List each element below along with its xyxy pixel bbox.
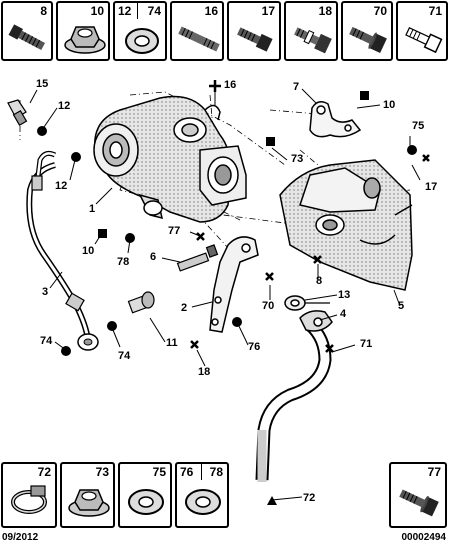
callout-74: 74 — [40, 335, 53, 347]
gasket — [284, 295, 306, 311]
legend-markers — [37, 80, 430, 505]
part-number: 70 — [373, 4, 387, 18]
callout-70: 70 — [262, 300, 275, 312]
hose-clamp-icon — [11, 485, 47, 514]
flange-nut-icon — [68, 489, 110, 517]
callout-13: 13 — [338, 289, 351, 301]
part-cell-76-78: 76 78 — [175, 462, 229, 528]
part-number: 75 — [152, 465, 166, 479]
part-cell-8: 8 — [1, 1, 53, 61]
flange-nut-icon — [64, 26, 106, 54]
callout-7: 7 — [293, 81, 300, 93]
part-number: 73 — [95, 465, 109, 479]
washer-icon — [185, 489, 221, 515]
drain-union — [127, 291, 155, 314]
union-bolt — [7, 99, 28, 127]
part-cell-71: 71 — [396, 1, 448, 61]
callout-18: 18 — [198, 366, 211, 378]
return-flange — [299, 310, 333, 332]
callout-17: 17 — [425, 181, 438, 193]
callout-6: 6 — [150, 251, 157, 263]
footer-date: 09/2012 — [2, 532, 39, 543]
callout-74: 74 — [118, 350, 131, 362]
stud — [176, 244, 219, 272]
washer-icon — [128, 489, 164, 515]
callout-77: 77 — [168, 225, 181, 237]
part-number: 77 — [427, 465, 441, 479]
callout-4: 4 — [340, 308, 347, 320]
part-cell-17: 17 — [227, 1, 281, 61]
stud-icon — [178, 26, 220, 52]
part-cell-70: 70 — [341, 1, 393, 61]
washer-icon — [125, 28, 159, 54]
part-cell-77: 77 — [389, 462, 447, 528]
part-number: 74 — [147, 4, 161, 18]
footer-reference: 00002494 — [401, 532, 447, 543]
support-bracket — [209, 236, 259, 333]
part-number: 76 — [180, 465, 194, 479]
part-cell-18: 18 — [284, 1, 338, 61]
part-number: 8 — [40, 4, 47, 18]
bolt-icon — [8, 24, 46, 51]
part-cell-16: 16 — [170, 1, 224, 61]
callout-12: 12 — [58, 100, 71, 112]
turbocharger — [93, 95, 247, 223]
oil-return-pipe — [255, 302, 332, 482]
callout-1: 1 — [89, 203, 96, 215]
part-number: 18 — [318, 4, 332, 18]
callout-73: 73 — [291, 153, 304, 165]
callout-11: 11 — [166, 337, 178, 349]
callout-10: 10 — [383, 99, 396, 111]
callout-8: 8 — [316, 275, 323, 287]
callout-12: 12 — [55, 180, 68, 192]
part-cell-12-74: 12 74 — [113, 1, 167, 61]
callout-2: 2 — [181, 302, 188, 314]
bolt-icon — [399, 489, 439, 517]
callout-71: 71 — [360, 338, 373, 350]
part-cell-72: 72 — [1, 462, 57, 528]
part-number: 12 — [118, 4, 132, 18]
bolt-icon — [349, 26, 387, 54]
part-number: 10 — [90, 4, 104, 18]
callout-72: 72 — [303, 492, 316, 504]
oil-feed-pipe — [26, 150, 91, 341]
part-cell-10: 10 — [56, 1, 110, 61]
part-number: 78 — [209, 465, 223, 479]
part-number: 72 — [37, 465, 51, 479]
part-number: 16 — [204, 4, 218, 18]
part-cell-73: 73 — [60, 462, 115, 528]
part-cell-75: 75 — [118, 462, 172, 528]
banjo-bolt-icon — [294, 27, 332, 54]
callout-15: 15 — [36, 78, 49, 90]
callout-76: 76 — [248, 341, 261, 353]
exhaust-manifold — [279, 159, 413, 291]
part-number: 17 — [261, 4, 275, 18]
part-number: 71 — [428, 4, 442, 18]
top-parts-row: 8 10 12 74 — [0, 0, 450, 66]
heat-shield-bracket — [309, 101, 362, 138]
callout-10: 10 — [82, 245, 95, 257]
callout-5: 5 — [398, 300, 405, 312]
callout-3: 3 — [42, 286, 49, 298]
bolt-icon — [405, 26, 443, 54]
callout-75: 75 — [412, 120, 425, 132]
callout-78: 78 — [117, 256, 130, 268]
callout-16: 16 — [224, 79, 237, 91]
bolt-icon — [237, 27, 273, 52]
